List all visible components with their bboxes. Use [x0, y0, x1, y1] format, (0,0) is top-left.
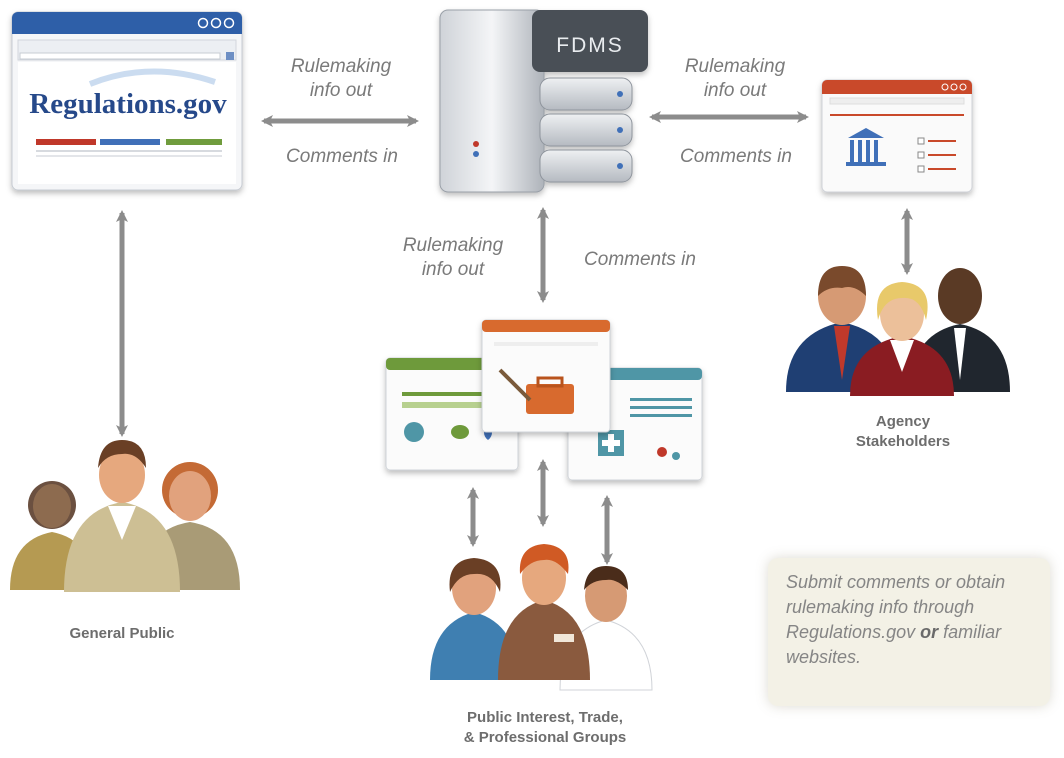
status-led-icon — [473, 141, 479, 147]
note-text-part2: familiar websites. — [786, 622, 1002, 667]
recycle-icon — [404, 422, 424, 442]
leaf-icon — [451, 425, 469, 439]
status-led-icon — [473, 151, 479, 157]
professional-groups-people — [430, 544, 653, 691]
tab-bar-icon — [100, 139, 160, 145]
note-box: Submit comments or obtain rulemaking inf… — [768, 558, 1050, 706]
window-control-icon — [223, 17, 235, 29]
server-label: FDMS — [556, 34, 624, 57]
swoosh-icon — [88, 68, 216, 87]
general-public-label: General Public — [69, 625, 175, 642]
orange-website-window — [481, 319, 611, 433]
tab-bar-icon — [166, 139, 222, 145]
checklist-icon — [917, 137, 956, 173]
agency-stakeholders-people — [786, 266, 1010, 396]
note-emphasis: or — [920, 622, 939, 642]
agency-website-window — [821, 79, 973, 193]
disk-unit — [539, 113, 633, 147]
server-tower — [439, 9, 545, 193]
portal-logo: Regulations.gov — [29, 88, 227, 120]
groups-out-label: Rulemaking info out — [402, 235, 504, 280]
disk-unit — [539, 149, 633, 183]
agency-out-label: Rulemaking info out — [684, 56, 786, 101]
server-screen — [532, 10, 648, 72]
portal-out-label: Rulemaking info out — [290, 56, 392, 101]
groups-in-label: Comments in — [584, 249, 696, 270]
institution-icon — [846, 128, 886, 166]
portal-in-label: Comments in — [286, 146, 398, 167]
agency-stakeholders-label: Agency Stakeholders — [855, 413, 951, 450]
tab-bar-icon — [36, 139, 96, 145]
note-text: Submit comments or obtain rulemaking inf… — [786, 570, 1048, 670]
window-control-icon — [197, 17, 209, 29]
pill-icon — [657, 447, 667, 457]
general-public-people — [10, 440, 240, 592]
toolbox-icon — [526, 384, 574, 414]
fdms-server: FDMS — [439, 9, 648, 193]
disk-unit — [539, 77, 633, 111]
regulations-portal-window: Regulations.gov — [11, 11, 243, 191]
professional-groups-label: Public Interest, Trade, & Professional G… — [463, 709, 627, 746]
agency-in-label: Comments in — [680, 146, 792, 167]
tool-icon — [498, 368, 532, 402]
arrows — [116, 111, 913, 565]
note-text-part1: Submit comments or obtain rulemaking inf… — [786, 572, 1006, 642]
window-control-icon — [210, 17, 222, 29]
